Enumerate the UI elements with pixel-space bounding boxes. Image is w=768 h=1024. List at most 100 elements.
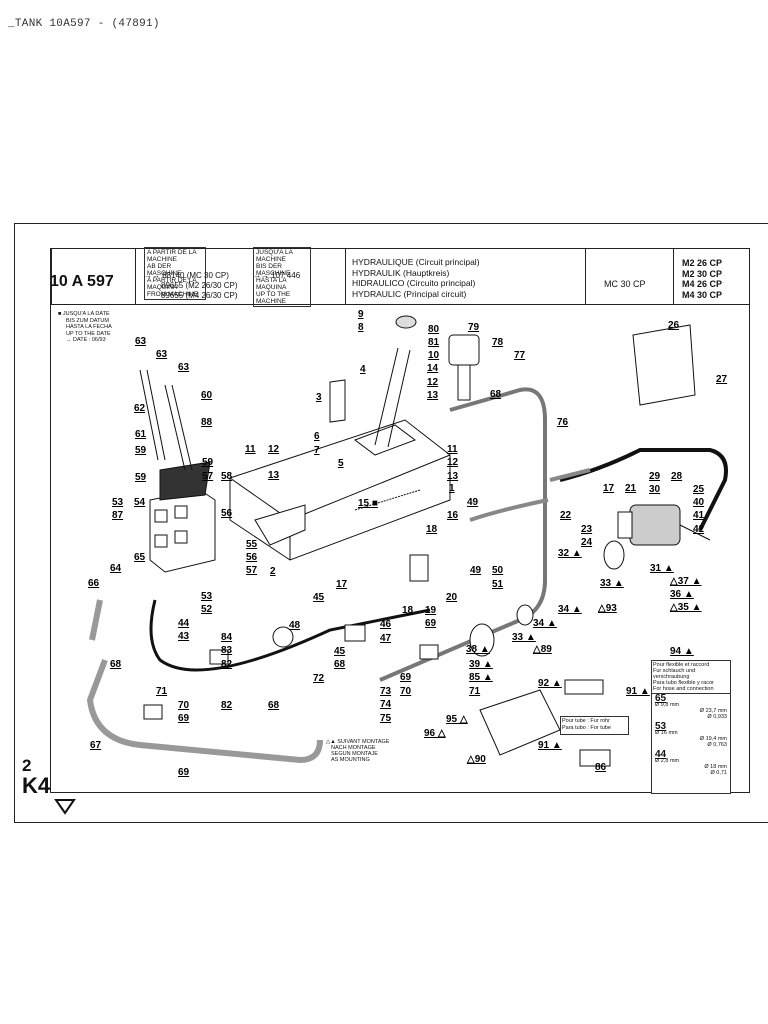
adapter: [516, 604, 534, 626]
part-label: 59: [202, 457, 214, 468]
part-label: 49: [470, 565, 482, 576]
serial-right: →→ 107 446: [253, 271, 301, 280]
part-label: 24: [581, 537, 593, 548]
note-up-to-machine: JUSQU'A LA MACHINE BIS DER MASCHINE HAST…: [253, 247, 311, 307]
part-label: 5: [338, 458, 344, 469]
part-label: 50: [492, 565, 504, 576]
header-divider: [135, 248, 136, 304]
part-label: 59: [135, 472, 147, 483]
part-label: 45: [334, 646, 346, 657]
part-label: 9: [358, 309, 364, 320]
part-label: 61: [135, 429, 147, 440]
part-label: 82: [221, 659, 233, 670]
clamp-82: [209, 649, 229, 665]
part-label: 7: [314, 445, 320, 456]
part-label: 6: [314, 431, 320, 442]
warning-decal: [632, 324, 696, 406]
part-label: 87: [112, 510, 124, 521]
part-label: 77: [514, 350, 526, 361]
part-label: 21: [625, 483, 637, 494]
hose-connection-table: Pour flexible et raccord Fur schlauch un…: [651, 660, 731, 794]
header-divider: [50, 304, 750, 305]
header-divider: [50, 248, 52, 304]
part-label: △90: [466, 754, 486, 765]
part-label: △89: [532, 644, 552, 655]
part-label: 51: [492, 579, 504, 590]
part-label: 1: [449, 483, 455, 494]
date-note: ■ JUSQU'A LA DATE BIS ZUM DATUM HASTA LA…: [58, 311, 112, 343]
part-label: 15 ■: [358, 498, 378, 509]
part-label: 72: [313, 673, 325, 684]
part-label: 63: [156, 349, 168, 360]
part-label: 69: [400, 672, 412, 683]
check-valve: [564, 679, 604, 695]
part-label: 68: [334, 659, 346, 670]
part-label: 3: [316, 392, 322, 403]
flange: [469, 623, 495, 657]
part-label: 11: [447, 444, 458, 455]
header-divider: [50, 248, 750, 249]
part-label: 43: [178, 631, 190, 642]
part-label: 12: [427, 377, 439, 388]
part-label: 44: [178, 618, 190, 629]
part-label: 13: [447, 471, 459, 482]
hose-67: [86, 599, 323, 764]
part-label: 70: [178, 700, 190, 711]
part-label: 57: [202, 471, 214, 482]
part-label: 79: [468, 322, 480, 333]
suction-hose: [469, 498, 549, 522]
part-label: 25: [693, 484, 705, 495]
reference-number: 10 A 597: [50, 273, 114, 290]
table-row: 53 Ø 16 mm Ø 19,4 mm Ø 0,763: [655, 721, 727, 749]
part-label: 62: [134, 403, 146, 414]
table-row: 65 Ø 9,8 mm Ø 23,7 mm Ø 0,933: [655, 693, 727, 721]
part-label: △35 ▲: [669, 602, 702, 613]
part-label: 41: [693, 510, 705, 521]
part-label: 12: [268, 444, 280, 455]
model-list: M2 26 CP M2 30 CP M4 26 CP M4 30 CP: [682, 258, 723, 300]
table-row: 44 Ø 2,8 mm Ø 18 mm Ø 0,71: [655, 749, 727, 777]
part-label: △93: [597, 603, 617, 614]
model-mc: MC 30 CP: [604, 279, 646, 289]
part-label: 10: [428, 350, 440, 361]
part-label: 88: [201, 417, 213, 428]
diagram-title: HYDRAULIQUE (Circuit principal) HYDRAULI…: [352, 257, 480, 299]
part-label: 13: [427, 390, 439, 401]
part-label: 33 ▲: [512, 632, 536, 643]
part-label: 29: [649, 471, 661, 482]
part-label: 82: [221, 700, 233, 711]
part-label: 63: [135, 336, 147, 347]
part-label: 81: [428, 337, 440, 348]
part-label: 11: [245, 444, 256, 455]
part-label: 36 ▲: [670, 589, 694, 600]
part-label: 63: [178, 362, 190, 373]
clamp-69: [143, 704, 163, 720]
table-header: Pour flexible et raccord Fur schlauch un…: [652, 661, 730, 694]
part-label: 46: [380, 619, 392, 630]
part-label: 12: [447, 457, 459, 468]
part-label: 91 ▲: [538, 740, 562, 751]
part-label: 95 △: [446, 714, 468, 725]
part-label: 17: [336, 579, 348, 590]
page-caption: _TANK 10A597 - (47891): [8, 18, 160, 30]
breather-filter: [448, 334, 480, 401]
clamp-69b: [419, 644, 439, 660]
down-arrow-icon: [54, 799, 76, 815]
part-label: 30: [649, 484, 661, 495]
part-label: 84: [221, 632, 233, 643]
part-label: 69: [178, 713, 190, 724]
part-label: 34 ▲: [533, 618, 557, 629]
part-label: 8: [358, 322, 364, 333]
pump-suction: [549, 468, 591, 482]
part-label: 68: [490, 389, 502, 400]
part-label: 4: [360, 364, 366, 375]
part-label: 27: [716, 374, 728, 385]
serials-left: →→ 88140 (MC 30 CP) 89655 (M2 26/30 CP) …: [144, 271, 238, 300]
control-valve-block: [139, 369, 216, 573]
hose-clamp-48: [272, 626, 294, 648]
frame-left: [50, 304, 51, 792]
part-label: 94 ▲: [670, 646, 694, 657]
part-label: 26: [668, 320, 680, 331]
part-label: 14: [427, 363, 439, 374]
